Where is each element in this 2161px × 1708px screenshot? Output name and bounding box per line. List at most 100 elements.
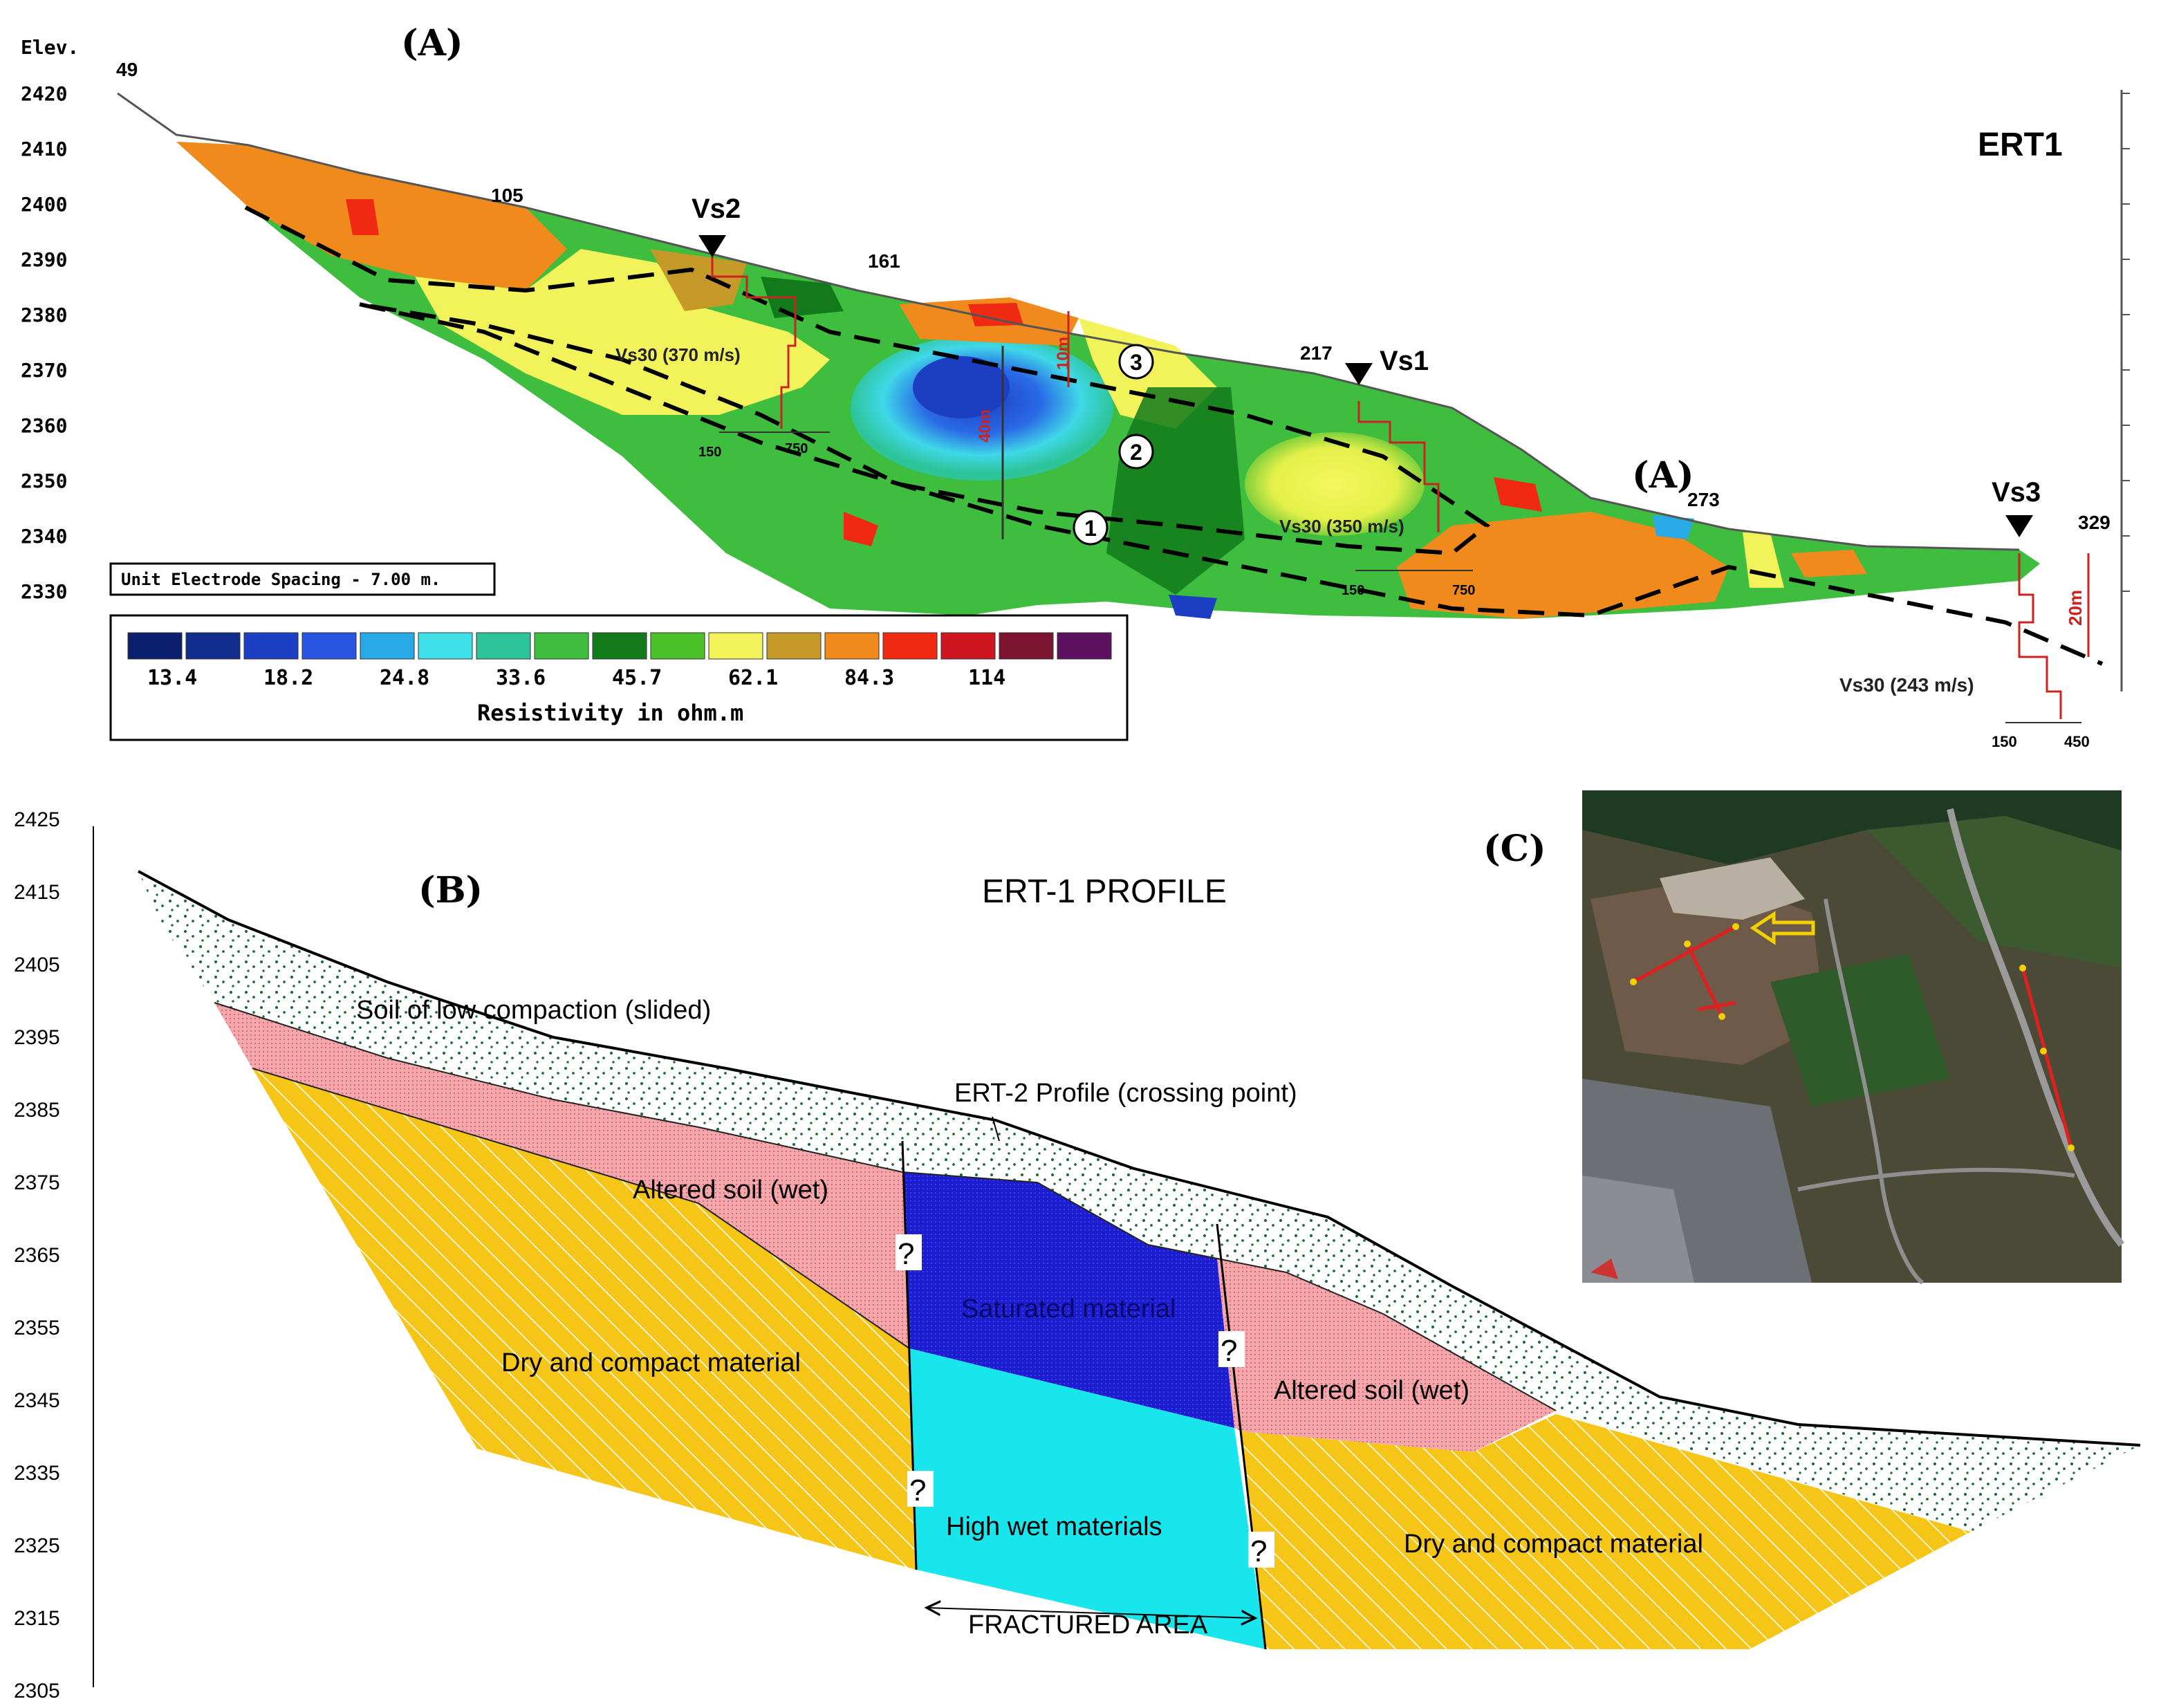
label-dry-compact-right: Dry and compact material [1404, 1530, 1703, 1559]
layer-marker-circle [1118, 344, 1154, 380]
urban-red-roof [1590, 1259, 1618, 1279]
b-ytick: 2305 [14, 1680, 60, 1702]
legend-swatch [302, 632, 357, 660]
vs2-profile [711, 249, 797, 429]
depth-label-10m: 10m [1054, 337, 1073, 370]
vs30-label-vs1: Vs30 (350 m/s) [1279, 516, 1404, 537]
section-red-bottom-left [844, 512, 878, 546]
a-xtick: 329 [2078, 512, 2111, 533]
panel-a-y-axis: 2420 2410 2400 2390 2380 2370 2360 2350 … [21, 82, 2130, 691]
vegetation-right [1867, 816, 2122, 968]
panel-b-title: ERT-1 PROFILE [982, 873, 1227, 910]
label-high-wet-materials: High wet materials [946, 1512, 1162, 1541]
vegetation-field [1770, 954, 1950, 1106]
a-ytick: 2330 [21, 580, 67, 603]
vs30-label-vs3: Vs30 (243 m/s) [1839, 674, 1974, 696]
layer-marker-1: 1 [1084, 516, 1097, 541]
question-box [907, 1471, 934, 1507]
question-box [1218, 1331, 1245, 1367]
legend-value: 84.3 [844, 666, 894, 690]
b-ytick: 2385 [14, 1099, 60, 1122]
legend-value: 24.8 [380, 666, 429, 690]
layer-marker-circle [1118, 434, 1154, 470]
layer-marker-circle [1073, 510, 1109, 546]
b-ytick: 2335 [14, 1462, 60, 1485]
vs1-profile [1357, 401, 1440, 532]
vs2-label: Vs2 [692, 194, 741, 224]
saturated-material-region [902, 1172, 1234, 1428]
ert-line-3 [1697, 1001, 1736, 1012]
ert-line-1 [1632, 925, 1737, 984]
road-right [1947, 808, 2124, 1247]
legend-swatches [127, 632, 1112, 660]
question-mark: ? [898, 1237, 914, 1271]
b-ytick: 2375 [14, 1171, 60, 1194]
label-soil-low-compaction: Soil of low compaction (slided) [356, 996, 711, 1025]
legend-swatch [940, 632, 996, 660]
section-brown-patch [650, 249, 747, 311]
question-mark: ? [1221, 1334, 1237, 1368]
fractured-area-arrow [927, 1608, 1255, 1618]
ert-line-4 [2021, 967, 2073, 1149]
layer-marker-2: 2 [1130, 440, 1142, 465]
section-red-mid [968, 303, 1023, 326]
legend-swatch [650, 632, 705, 660]
panel-c-letter: (C) [1483, 828, 1546, 870]
legend-swatch [708, 632, 763, 660]
depth-label-20m: 20m [2065, 590, 2086, 626]
a-xtick: 217 [1300, 342, 1333, 364]
topography-line [117, 92, 2020, 551]
legend-value: 33.6 [496, 666, 546, 690]
b-ytick: 2425 [14, 808, 60, 831]
panel-a-title: ERT1 [1978, 127, 2063, 163]
panel-a-x-labels: 49 105 161 217 273 329 [116, 59, 2111, 533]
a-ytick: 2340 [21, 525, 67, 548]
b-ytick: 2325 [14, 1534, 60, 1557]
legend-value: 18.2 [263, 666, 313, 690]
section-blue-bottom [1169, 595, 1217, 619]
a-xtick: 105 [491, 185, 523, 206]
road-mid [1824, 898, 1924, 1285]
altered-soil-right-region [1217, 1259, 1556, 1452]
label-saturated-material: Saturated material [961, 1294, 1176, 1324]
electrode-spacing-text: Unit Electrode Spacing - 7.00 m. [121, 570, 440, 589]
ground-surface-line [138, 870, 2141, 1447]
panel-b-letter: (B) [418, 869, 483, 911]
legend-swatch [127, 632, 183, 660]
a-ytick: 2420 [21, 82, 67, 105]
legend-swatch [824, 632, 880, 660]
legend-swatch [534, 632, 589, 660]
b-ytick: 2365 [14, 1244, 60, 1267]
a-xtick: 161 [868, 250, 900, 272]
station-markers: Vs2 Vs1 Vs3 [692, 194, 2041, 537]
high-wet-materials-region [909, 1348, 1265, 1649]
vs3-triangle-icon [2005, 515, 2033, 537]
legend-value: 13.4 [147, 666, 197, 690]
panel-c: (C) [1483, 790, 2124, 1285]
a-xtick: 49 [116, 59, 138, 80]
vs1-triangle-icon [1345, 363, 1373, 385]
question-box [896, 1234, 922, 1270]
elev-label: Elev. [21, 36, 79, 59]
section-cyan-spot [1653, 515, 1694, 539]
question-box [1248, 1532, 1274, 1568]
panel-a: (A) ERT1 Elev. 2420 2410 2400 2390 2380 … [21, 22, 2130, 750]
a-xtick: 273 [1687, 489, 1720, 510]
a-ytick: 2400 [21, 193, 67, 216]
legend-swatch [476, 632, 531, 660]
vs-axis-tick: 150 [698, 445, 721, 460]
legend-swatch [360, 632, 415, 660]
legend-swatch [882, 632, 938, 660]
a-ytick: 2390 [21, 248, 67, 271]
legend-swatch [999, 632, 1054, 660]
landslide-crown [1660, 857, 1805, 920]
b-ytick: 2415 [14, 881, 60, 904]
section-orange-right [1397, 512, 1729, 619]
soil-base-line [214, 1002, 1557, 1411]
label-ert2-crossing: ERT-2 Profile (crossing point) [954, 1079, 1297, 1108]
vs-axis-tick: 750 [785, 441, 808, 456]
urban-dense [1582, 1176, 1694, 1283]
legend-swatch [1057, 632, 1112, 660]
legend-swatch [766, 632, 822, 660]
